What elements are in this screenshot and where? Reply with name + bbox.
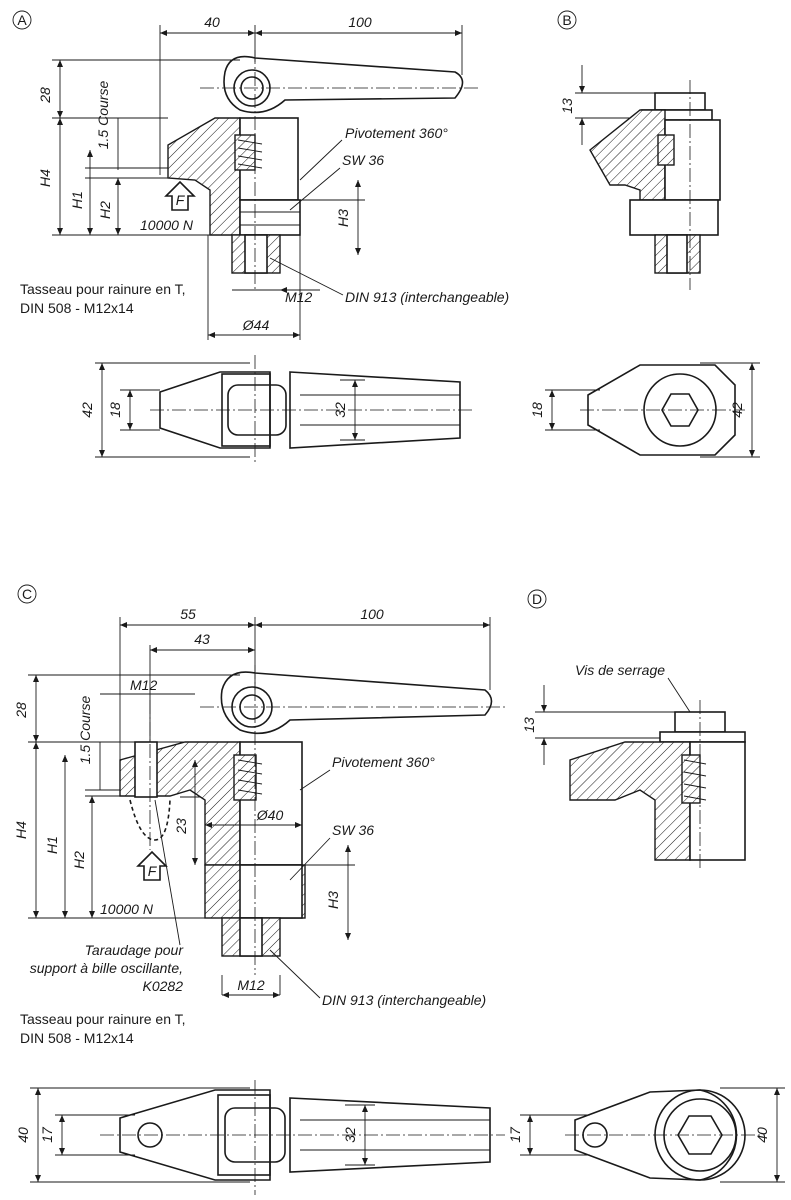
view-c-course: 1.5 Course bbox=[77, 696, 93, 765]
view-a-letter: A bbox=[17, 12, 27, 28]
view-c-dim-43: 43 bbox=[194, 631, 210, 647]
view-b-letter: B bbox=[562, 12, 571, 28]
view-d: D Vis de serrage 13 17 40 bbox=[507, 589, 785, 1183]
tap-line2: support à bille oscillante, bbox=[30, 960, 183, 976]
dim-40: 40 bbox=[204, 14, 220, 30]
tslot-line1: Tasseau pour rainure en T, bbox=[20, 281, 186, 297]
view-a: A 40 100 28 H4 1.5 Course H1 H2 bbox=[12, 10, 509, 465]
view-d-letter: D bbox=[532, 591, 542, 607]
view-c-dim-h4: H4 bbox=[13, 821, 29, 839]
view-b-nut bbox=[629, 199, 719, 236]
top-18: 18 bbox=[107, 402, 123, 418]
lever-handle bbox=[223, 55, 464, 114]
view-d-top-17: 17 bbox=[507, 1126, 523, 1143]
view-c-top-40: 40 bbox=[15, 1127, 31, 1143]
din913-label: DIN 913 (interchangeable) bbox=[345, 289, 509, 305]
view-c-dim-h3: H3 bbox=[325, 891, 341, 909]
view-d-clamp bbox=[569, 741, 691, 861]
tap-line3: K0282 bbox=[143, 978, 184, 994]
dim-h3: H3 bbox=[335, 209, 351, 227]
hex-nut bbox=[239, 199, 301, 236]
view-b-marker bbox=[557, 10, 577, 30]
view-b-outline bbox=[587, 364, 736, 456]
view-c: C 55 43 100 M12 28 H4 1.5 Course H1 H2 bbox=[13, 584, 505, 1195]
view-c-dim-23: 23 bbox=[173, 818, 189, 835]
view-c-pivot: Pivotement 360° bbox=[332, 754, 435, 770]
view-a-marker bbox=[12, 10, 32, 30]
force-arrow bbox=[164, 180, 196, 211]
view-c-force-letter: F bbox=[148, 863, 158, 879]
top-42: 42 bbox=[79, 402, 95, 418]
pivot-label: Pivotement 360° bbox=[345, 125, 448, 141]
view-c-force-value: 10000 N bbox=[100, 901, 154, 917]
view-c-top-17: 17 bbox=[39, 1126, 55, 1143]
view-c-top: 40 17 32 bbox=[15, 1080, 505, 1195]
view-c-dim-28: 28 bbox=[13, 702, 29, 719]
view-c-m12-bottom: M12 bbox=[237, 977, 264, 993]
tslot-line2: DIN 508 - M12x14 bbox=[20, 300, 134, 316]
view-c-m12-top: M12 bbox=[130, 677, 157, 693]
m12-label: M12 bbox=[285, 289, 312, 305]
view-d-screw: Vis de serrage bbox=[575, 662, 665, 678]
view-c-tslot-line1: Tasseau pour rainure en T, bbox=[20, 1011, 186, 1027]
view-c-marker bbox=[17, 584, 37, 604]
force-value: 10000 N bbox=[140, 217, 194, 233]
view-d-dim-13: 13 bbox=[521, 717, 537, 733]
view-b: B 13 18 42 bbox=[529, 10, 760, 458]
dim-100: 100 bbox=[348, 14, 372, 30]
view-d-marker bbox=[527, 589, 547, 609]
dim-h1: H1 bbox=[69, 191, 85, 209]
view-b-top-18: 18 bbox=[529, 402, 545, 418]
view-c-dia40: Ø40 bbox=[256, 807, 284, 823]
view-c-lever bbox=[220, 671, 493, 735]
view-b-dim-13: 13 bbox=[559, 98, 575, 114]
view-d-top-40: 40 bbox=[754, 1127, 770, 1143]
view-c-dim-h1: H1 bbox=[44, 836, 60, 854]
view-c-dim-55: 55 bbox=[180, 606, 196, 622]
tap-line1: Taraudage pour bbox=[85, 942, 185, 958]
force-letter: F bbox=[176, 192, 186, 208]
view-c-dim-h2: H2 bbox=[71, 851, 87, 869]
dim-28: 28 bbox=[37, 87, 53, 104]
view-b-clamp bbox=[589, 109, 666, 201]
sw-label: SW 36 bbox=[342, 152, 384, 168]
view-c-din913: DIN 913 (interchangeable) bbox=[322, 992, 486, 1008]
dia44-label: Ø44 bbox=[242, 317, 270, 333]
view-a-top: 42 18 32 bbox=[79, 355, 475, 465]
dim-h4: H4 bbox=[37, 169, 53, 187]
view-c-tslot-line2: DIN 508 - M12x14 bbox=[20, 1030, 134, 1046]
dim-h2: H2 bbox=[97, 201, 113, 219]
course-label: 1.5 Course bbox=[95, 81, 111, 150]
view-c-sw: SW 36 bbox=[332, 822, 374, 838]
view-c-dim-100: 100 bbox=[360, 606, 384, 622]
view-c-letter: C bbox=[22, 586, 32, 602]
